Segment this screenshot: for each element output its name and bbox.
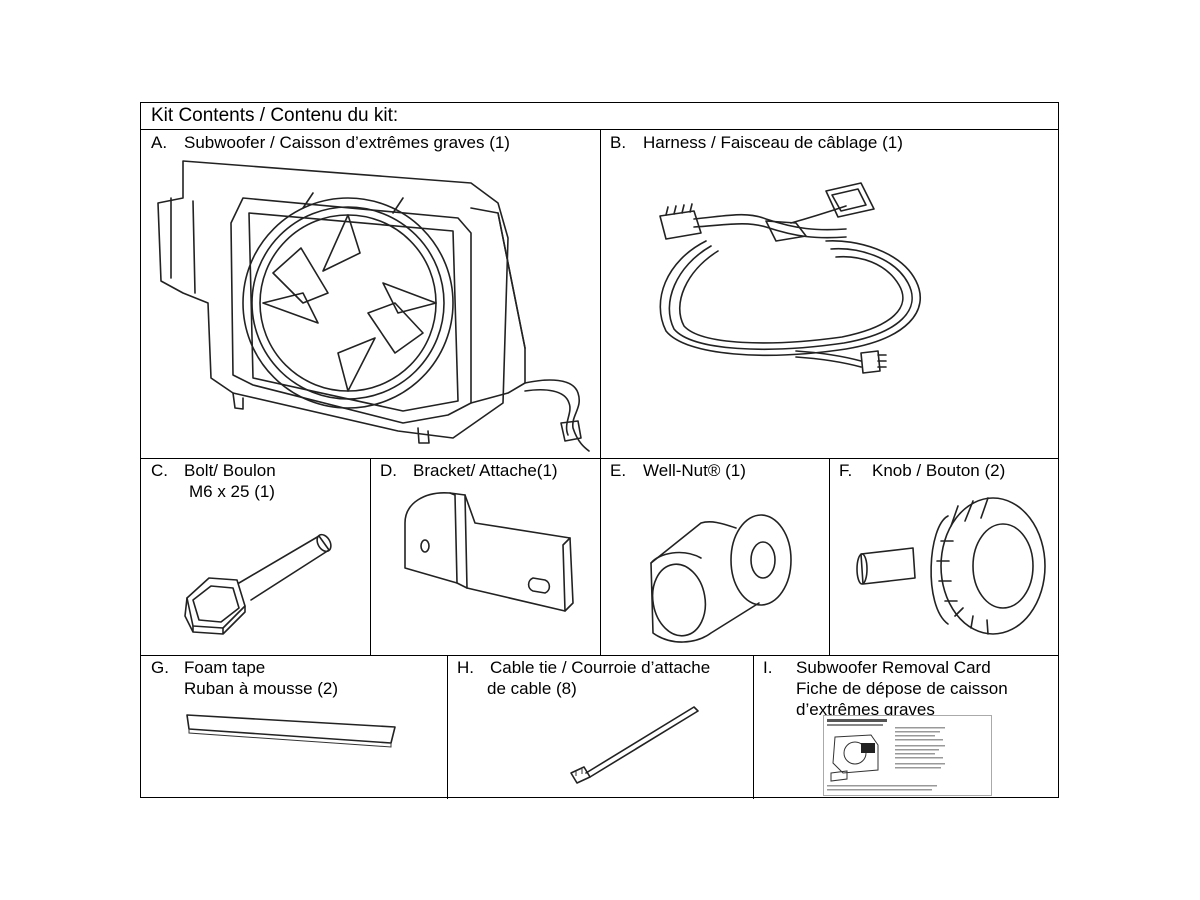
divider-row2-row3 xyxy=(141,655,1058,656)
item-letter: I. xyxy=(763,658,773,677)
item-subtext: d’extrêmes graves xyxy=(796,700,935,719)
knob-illustration xyxy=(853,496,1053,646)
item-letter: C. xyxy=(151,461,168,480)
item-i-label: I. Subwoofer Removal Card Fiche de dépose… xyxy=(763,657,1008,720)
item-c-label: C. Bolt/ Boulon M6 x 25 (1) xyxy=(151,460,276,502)
item-text: Well-Nut® (1) xyxy=(643,461,746,480)
item-letter: G. xyxy=(151,658,169,677)
removal-card-illustration xyxy=(823,715,993,797)
item-a-label: A. Subwoofer / Caisson d’extrêmes graves … xyxy=(151,132,510,153)
subwoofer-illustration xyxy=(153,153,593,453)
item-text: Subwoofer Removal Card xyxy=(796,658,991,677)
kit-contents-table: Kit Contents / Contenu du kit: A. Subwoof… xyxy=(140,102,1059,799)
item-text: Subwoofer / Caisson d’extrêmes graves (1… xyxy=(184,133,510,152)
item-text: Knob / Bouton (2) xyxy=(872,461,1006,480)
item-g-label: G. Foam tape Ruban à mousse (2) xyxy=(151,657,338,699)
cable-tie-illustration xyxy=(566,703,701,788)
bracket-illustration xyxy=(395,483,585,633)
item-text: Foam tape xyxy=(184,658,266,677)
wire-harness-illustration xyxy=(646,171,936,381)
item-text: Bracket/ Attache(1) xyxy=(413,461,558,480)
divider-e-f xyxy=(829,458,830,655)
divider-a-b xyxy=(600,130,601,458)
item-text: Bolt/ Boulon xyxy=(184,461,276,480)
item-subtext: Ruban à mousse (2) xyxy=(184,679,339,698)
item-text: Harness / Faisceau de câblage (1) xyxy=(643,133,903,152)
divider-h-i xyxy=(753,655,754,799)
title-row: Kit Contents / Contenu du kit: xyxy=(141,103,1058,130)
foam-tape-illustration xyxy=(185,701,400,751)
item-subtext: de cable (8) xyxy=(487,679,577,698)
item-letter: A. xyxy=(151,133,168,152)
item-letter: E. xyxy=(610,461,627,480)
kit-contents-title: Kit Contents / Contenu du kit: xyxy=(151,105,399,126)
item-letter: D. xyxy=(380,461,397,480)
item-letter: B. xyxy=(610,133,627,152)
item-subtext: M6 x 25 (1) xyxy=(189,482,275,501)
item-letter: H. xyxy=(457,658,474,677)
well-nut-illustration xyxy=(641,508,801,648)
divider-row1-row2 xyxy=(141,458,1058,459)
item-f-label: F. Knob / Bouton (2) xyxy=(839,460,1005,481)
item-subtext: Fiche de dépose de caisson xyxy=(796,679,1008,698)
divider-c-d xyxy=(370,458,371,655)
item-d-label: D. Bracket/ Attache(1) xyxy=(380,460,558,481)
divider-g-h xyxy=(447,655,448,799)
item-letter: F. xyxy=(839,461,853,480)
item-e-label: E. Well-Nut® (1) xyxy=(610,460,746,481)
item-h-label: H. Cable tie / Courroie d’attache de cabl… xyxy=(457,657,710,699)
item-b-label: B. Harness / Faisceau de câblage (1) xyxy=(610,132,903,153)
item-text: Cable tie / Courroie d’attache xyxy=(490,658,711,677)
bolt-illustration xyxy=(179,528,339,648)
divider-d-e xyxy=(600,458,601,655)
